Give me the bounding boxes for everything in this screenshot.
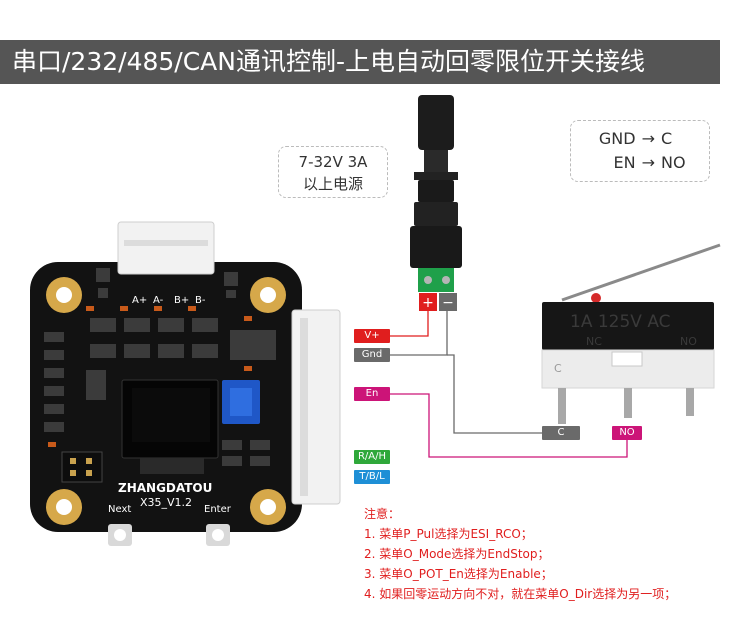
tag-rah: R/A/H <box>354 450 390 464</box>
tag-c: C <box>542 426 580 440</box>
page-title: 串口/232/485/CAN通讯控制-上电自动回零限位开关接线 <box>0 40 720 84</box>
switch-pin-c: C <box>554 362 562 375</box>
mapping-row-en: EN → NO <box>613 153 686 172</box>
tag-en: En <box>354 387 390 401</box>
terminal-plus: + <box>422 295 434 311</box>
power-note-line2: 以上电源 <box>302 175 363 193</box>
pin-label-b-plus: B+ <box>174 295 189 306</box>
pin-label-a-plus: A+ <box>132 295 147 306</box>
enter-label: Enter <box>204 504 232 515</box>
tag-gnd: Gnd <box>354 348 390 362</box>
next-label: Next <box>108 504 131 515</box>
power-note-line1: 7-32V 3A <box>298 153 368 171</box>
note-item: 2. 菜单O_Mode选择为EndStop； <box>364 547 550 561</box>
wire-en-to-no <box>376 393 628 458</box>
signal-mapping: GND → C EN → NO <box>570 120 710 182</box>
controller-board: A+ A- B+ B- ZHANGDATOU X35_V1.2 Next Ent… <box>30 221 341 546</box>
note-item: 4. 如果回零运动方向不对，就在菜单O_Dir选择为另一项； <box>364 587 677 601</box>
tag-tbl: T/B/L <box>354 470 390 484</box>
setup-notes: 注意： 1. 菜单P_Pul选择为ESI_RCO； 2. 菜单O_Mode选择为… <box>364 504 744 604</box>
notes-title: 注意： <box>364 507 401 521</box>
note-item: 1. 菜单P_Pul选择为ESI_RCO； <box>364 527 533 541</box>
power-note: 7-32V 3A 以上电源 <box>278 146 388 198</box>
mapping-row-gnd: GND → C <box>598 129 673 148</box>
terminal-tags: + − <box>419 293 457 311</box>
wire-gnd-to-c <box>447 354 542 434</box>
dc-power-plug <box>410 95 462 292</box>
note-item: 3. 菜单O_POT_En选择为Enable； <box>364 567 553 581</box>
tag-v-plus: V+ <box>354 329 390 343</box>
switch-lever <box>561 243 721 302</box>
wire-v-plus <box>376 310 429 337</box>
board-brand: ZHANGDATOU <box>118 481 212 495</box>
wires <box>376 310 628 458</box>
limit-switch: 1A 125V AC C NC NO <box>541 243 721 424</box>
pin-label-a-minus: A- <box>153 295 164 306</box>
terminal-minus: − <box>442 295 454 311</box>
tag-no: NO <box>612 426 642 440</box>
switch-pin-nc: NC <box>586 335 602 348</box>
switch-marking: 1A 125V AC <box>570 312 671 332</box>
pin-label-b-minus: B- <box>195 295 206 306</box>
switch-pin-no: NO <box>680 335 697 348</box>
board-model: X35_V1.2 <box>140 496 192 509</box>
